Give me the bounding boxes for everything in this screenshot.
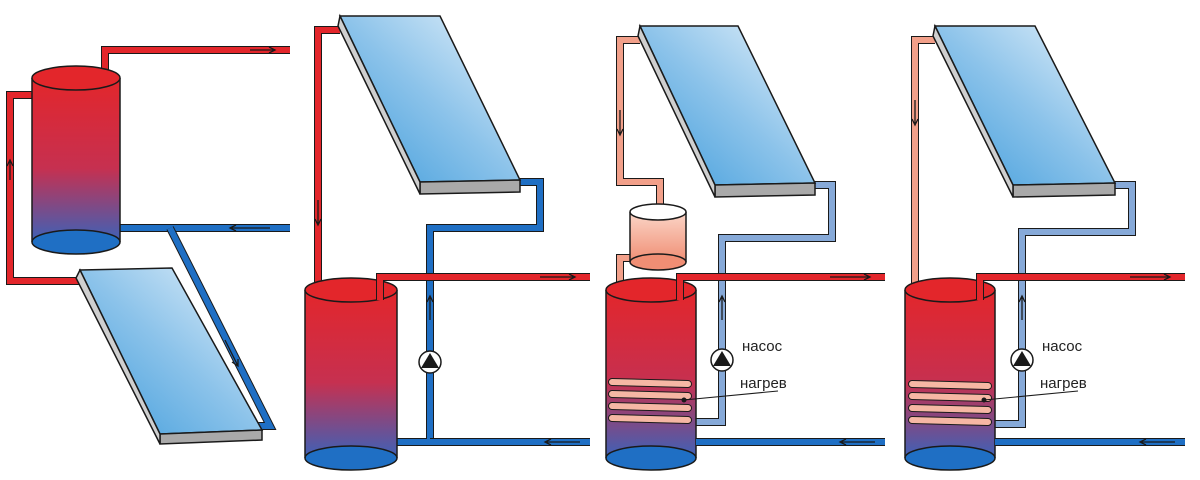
diagram-3-indirect-vessel: насос нагрев (605, 23, 885, 471)
arrow-icon (6, 46, 277, 368)
tank (605, 277, 697, 471)
cold-pipe (395, 178, 544, 446)
hot-outlet-pipe (976, 273, 1185, 300)
pump-icon (1010, 348, 1034, 372)
tank (31, 65, 121, 255)
pump-icon (710, 348, 734, 372)
heating-leader-line (983, 390, 1079, 401)
heat-exchanger-coil (908, 380, 992, 426)
hot-outlet-pipe (101, 46, 290, 78)
arrow-icon (314, 200, 580, 446)
solar-collector (932, 23, 1117, 198)
heat-exchanger-coil (608, 378, 692, 424)
tank (904, 277, 996, 471)
pump-label: насос (1042, 338, 1083, 355)
solar-collector (337, 13, 522, 195)
expansion-vessel (629, 203, 687, 271)
arrow-icon (616, 110, 875, 446)
heating-leader-line (683, 390, 779, 401)
heating-label: нагрев (1040, 375, 1087, 392)
leader-dot (681, 397, 687, 403)
arrow-icon (911, 100, 1175, 446)
heating-label: нагрев (740, 375, 787, 392)
diagram-1-thermosiphon (6, 46, 290, 445)
solar-collector (75, 267, 264, 445)
hot-outlet-pipe (376, 273, 590, 300)
pump-icon (418, 350, 442, 374)
tank (304, 277, 398, 471)
solar-collector (637, 23, 817, 198)
hot-outlet-pipe (676, 273, 885, 300)
diagram-2-direct-pump (304, 13, 590, 471)
pump-label: насос (742, 338, 783, 355)
leader-dot (981, 397, 987, 403)
diagram-4-indirect-closed: насос нагрев (904, 23, 1185, 471)
